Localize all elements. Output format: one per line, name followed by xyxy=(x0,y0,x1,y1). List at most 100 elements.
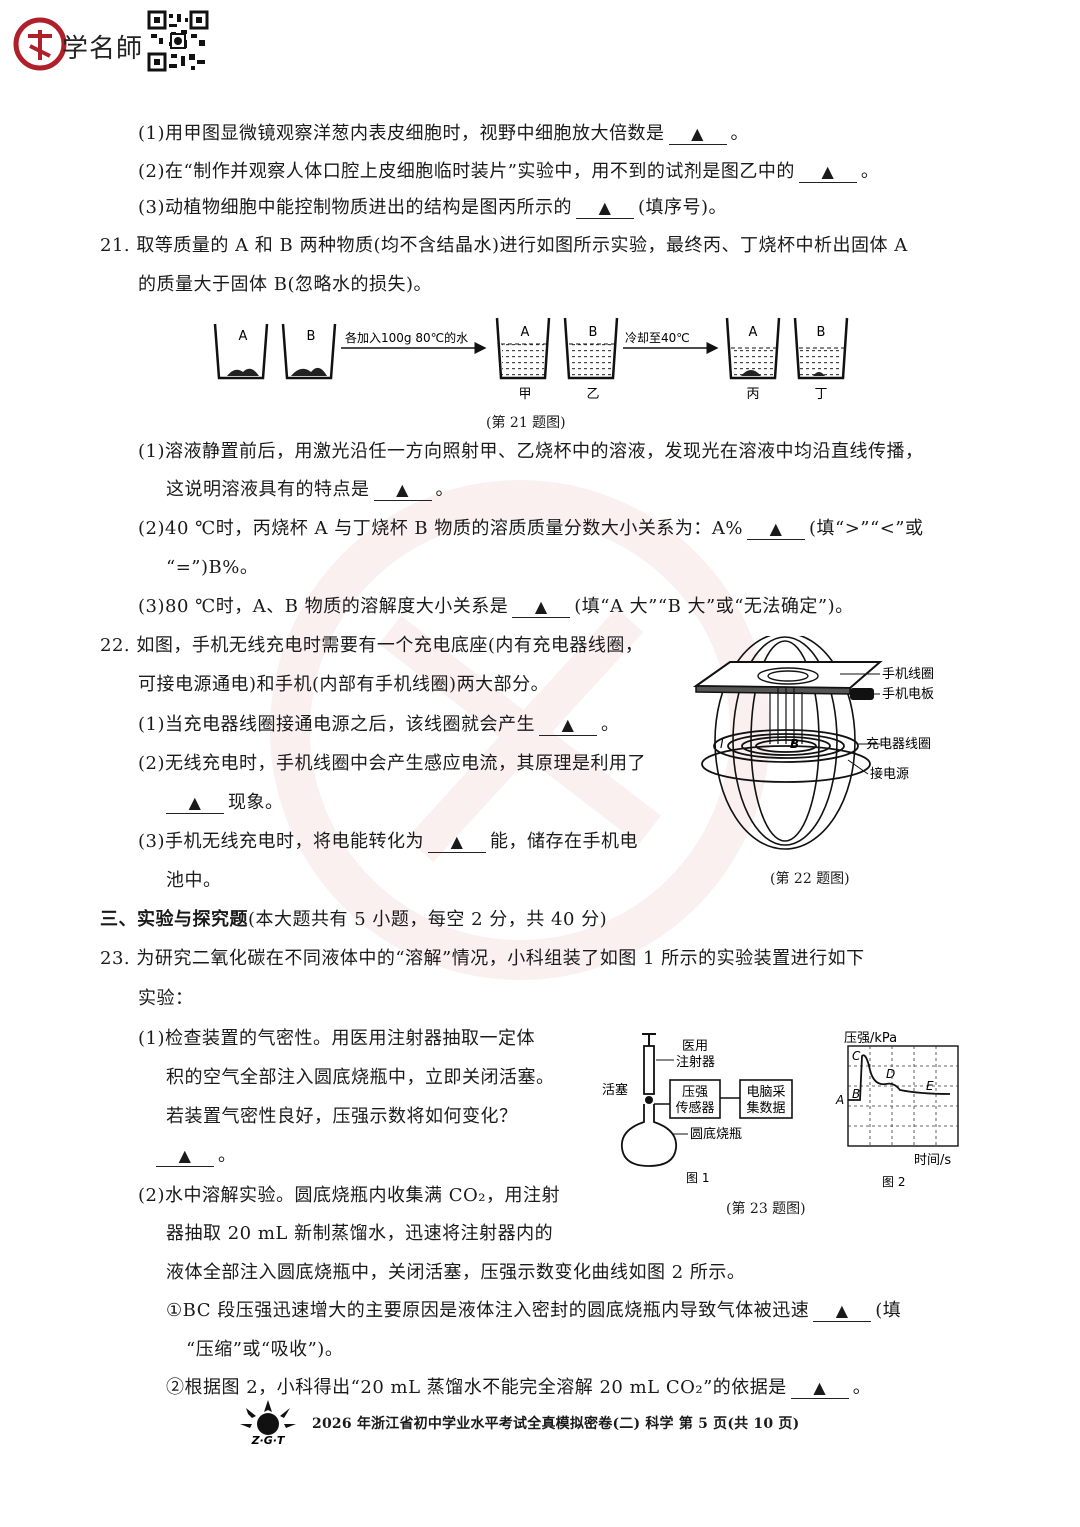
section3-title: 三、实验与探究题 xyxy=(100,909,248,930)
svg-text:图 1: 图 1 xyxy=(686,1171,709,1185)
answer-blank[interactable]: ▲ xyxy=(798,162,857,183)
svg-text:Z·G·T: Z·G·T xyxy=(251,1434,286,1446)
svg-text:B: B xyxy=(589,325,598,340)
section3-header: 三、实验与探究题(本大题共有 5 小题，每空 2 分，共 40 分) xyxy=(100,908,607,932)
answer-blank[interactable]: ▲ xyxy=(576,198,634,219)
seal-logo-icon xyxy=(13,17,67,71)
q23-stem-line1: 23. 为研究二氧化碳在不同液体中的“溶解”情况，小科组装了如图 1 所示的实验… xyxy=(100,948,865,969)
svg-text:注射器: 注射器 xyxy=(676,1054,715,1070)
q22-part3-line2: 池中。 xyxy=(166,870,222,891)
q20-part1: (1)用甲图显微镜观察洋葱内表皮细胞时，视野中细胞放大倍数是▲。 xyxy=(138,123,749,145)
answer-blank[interactable]: ▲ xyxy=(746,519,805,540)
q23-subq-b: ②根据图 2，小科得出“20 mL 蒸馏水不能完全溶解 20 mL CO₂”的依… xyxy=(166,1377,872,1399)
q22-part3-line1: (3)手机无线充电时，将电能转化为▲能，储存在手机电 xyxy=(138,831,638,853)
svg-text:集数据: 集数据 xyxy=(746,1100,785,1116)
q21-part2-line2: “=”)B%。 xyxy=(166,557,259,578)
svg-text:B: B xyxy=(817,325,826,340)
q21-stem-line2: 的质量大于固体 B(忽略水的损失)。 xyxy=(138,274,432,295)
svg-text:A: A xyxy=(835,1093,844,1107)
svg-text:丁: 丁 xyxy=(814,387,827,402)
beaker-jia: A 甲 xyxy=(495,317,551,402)
svg-text:C: C xyxy=(852,1049,861,1063)
q23-part2-line1: (2)水中溶解实验。圆底烧瓶内收集满 CO₂，用注射 xyxy=(138,1185,560,1206)
svg-text:A: A xyxy=(239,329,248,344)
q22-stem-line2: 可接电源通电)和手机(内部有手机线圈)两大部分。 xyxy=(138,674,550,695)
q23-figure2-pressure-chart: 压强/kPa A B C D E 时间/s 图 2 xyxy=(835,1031,959,1189)
q22-figure: I B 手机线圈 手机电板 充电器线圈 接电源 xyxy=(692,636,934,850)
q23-figure1-apparatus: 医用 注射器 活塞 压强 传感器 电脑采 集数据 圆底烧瓶 图 1 xyxy=(602,1033,793,1185)
svg-text:压强/kPa: 压强/kPa xyxy=(844,1031,897,1046)
svg-text:电脑采: 电脑采 xyxy=(746,1085,785,1100)
svg-text:冷却至40℃: 冷却至40℃ xyxy=(625,331,690,345)
q22-part2-line2: ▲现象。 xyxy=(162,791,284,815)
q20-part2: (2)在“制作并观察人体口腔上皮细胞临时装片”实验中，用不到的试剂是图乙中的▲。 xyxy=(138,161,880,183)
svg-text:A: A xyxy=(749,325,758,340)
svg-text:丙: 丙 xyxy=(746,387,759,402)
svg-text:图 2: 图 2 xyxy=(882,1175,905,1189)
q23-part2-line3: 液体全部注入圆底烧瓶中，关闭活塞，压强示数变化曲线如图 2 所示。 xyxy=(166,1262,746,1283)
answer-blank[interactable]: ▲ xyxy=(790,1378,849,1399)
q23-part2-line2: 器抽取 20 mL 新制蒸馏水，迅速将注射器内的 xyxy=(166,1223,554,1244)
answer-blank[interactable]: ▲ xyxy=(539,715,597,736)
svg-text:手机线圈: 手机线圈 xyxy=(882,667,934,682)
answer-blank[interactable]: ▲ xyxy=(166,793,224,814)
svg-text:乙: 乙 xyxy=(586,387,599,402)
svg-text:B: B xyxy=(852,1087,860,1101)
svg-text:压强: 压强 xyxy=(682,1085,708,1100)
q23-figure-caption: (第 23 题图) xyxy=(726,1201,806,1217)
svg-text:接电源: 接电源 xyxy=(870,766,909,782)
q21-part1-line1: (1)溶液静置前后，用激光沿任一方向照射甲、乙烧杯中的溶液，发现光在溶液中均沿直… xyxy=(138,441,924,462)
q21-figure: A B 各加入100g 80℃的水 A 甲 B 乙 冷却至40℃ A 丙 B xyxy=(213,317,849,402)
footer-badge-icon: Z·G·T xyxy=(240,1400,296,1446)
svg-text:医用: 医用 xyxy=(682,1039,708,1054)
answer-blank[interactable]: ▲ xyxy=(512,597,571,618)
q21-part1-line2: 这说明溶液具有的特点是▲。 xyxy=(166,479,454,501)
charger-coil xyxy=(701,729,871,783)
svg-text:手机电板: 手机电板 xyxy=(882,687,934,702)
answer-blank[interactable]: ▲ xyxy=(813,1301,872,1322)
q23-stem-line2: 实验： xyxy=(138,988,194,1009)
q22-part1: (1)当充电器线圈接通电源之后，该线圈就会产生▲。 xyxy=(138,714,620,736)
q22-figure-caption: (第 22 题图) xyxy=(770,871,850,887)
svg-text:I: I xyxy=(720,737,724,751)
answer-blank[interactable]: ▲ xyxy=(156,1146,214,1167)
beaker-yi: B 乙 xyxy=(563,317,619,402)
beaker-bing: A 丙 xyxy=(725,317,781,402)
svg-text:时间/s: 时间/s xyxy=(914,1153,951,1168)
svg-text:各加入100g 80℃的水: 各加入100g 80℃的水 xyxy=(345,330,468,345)
svg-text:传感器: 传感器 xyxy=(675,1100,714,1116)
q21-stem-line1: 21. 取等质量的 A 和 B 两种物质(均不含结晶水)进行如图所示实验，最终丙… xyxy=(100,235,908,256)
answer-blank[interactable]: ▲ xyxy=(428,832,486,853)
qr-code-icon xyxy=(147,10,209,72)
svg-text:A: A xyxy=(521,325,530,340)
page-footer: 2026 年浙江省初中学业水平考试全真模拟密卷(二) 科学 第 5 页(共 10… xyxy=(312,1416,800,1432)
q23-part1-line4: ▲。 xyxy=(152,1144,237,1168)
section3-note: (本大题共有 5 小题，每空 2 分，共 40 分) xyxy=(248,909,608,930)
q23-subq-a-line2: “压缩”或“吸收”)。 xyxy=(186,1339,344,1360)
q21-figure-caption: (第 21 题图) xyxy=(486,415,566,431)
q23-part1-line1: (1)检查装置的气密性。用医用注射器抽取一定体 xyxy=(138,1028,535,1049)
brand-logo: 学名師 xyxy=(12,10,212,72)
svg-text:充电器线圈: 充电器线圈 xyxy=(866,736,931,752)
svg-text:D: D xyxy=(886,1067,895,1081)
q22-stem-line1: 22. 如图，手机无线充电时需要有一个充电底座(内有充电器线圈， xyxy=(100,635,644,656)
q21-part2-line1: (2)40 ℃时，丙烧杯 A 与丁烧杯 B 物质的溶质质量分数大小关系为：A%▲… xyxy=(138,518,924,540)
svg-text:B: B xyxy=(790,737,799,751)
brand-name: 学名師 xyxy=(62,34,144,64)
q23-subq-a-line1: ①BC 段压强迅速增大的主要原因是液体注入密封的圆底烧瓶内导致气体被迅速▲(填 xyxy=(166,1300,902,1322)
svg-text:甲: 甲 xyxy=(518,387,531,402)
svg-text:B: B xyxy=(307,329,316,344)
svg-text:圆底烧瓶: 圆底烧瓶 xyxy=(690,1126,742,1142)
q23-part1-line2: 积的空气全部注入圆底烧瓶中，立即关闭活塞。 xyxy=(166,1067,555,1088)
answer-blank[interactable]: ▲ xyxy=(373,480,432,501)
q23-part1-line3: 若装置气密性良好，压强示数将如何变化？ xyxy=(166,1106,518,1127)
phone-body xyxy=(692,661,883,700)
svg-text:E: E xyxy=(926,1079,934,1093)
beaker-ding: B 丁 xyxy=(793,317,849,402)
beaker-a-solid: A xyxy=(213,323,269,380)
answer-blank[interactable]: ▲ xyxy=(668,124,727,145)
svg-text:活塞: 活塞 xyxy=(602,1082,628,1098)
q22-part2-line1: (2)无线充电时，手机线圈中会产生感应电流，其原理是利用了 xyxy=(138,753,646,774)
q21-part3: (3)80 ℃时，A、B 物质的溶解度大小关系是▲(填“A 大”“B 大”或“无… xyxy=(138,596,854,618)
beaker-b-solid: B xyxy=(281,323,337,380)
